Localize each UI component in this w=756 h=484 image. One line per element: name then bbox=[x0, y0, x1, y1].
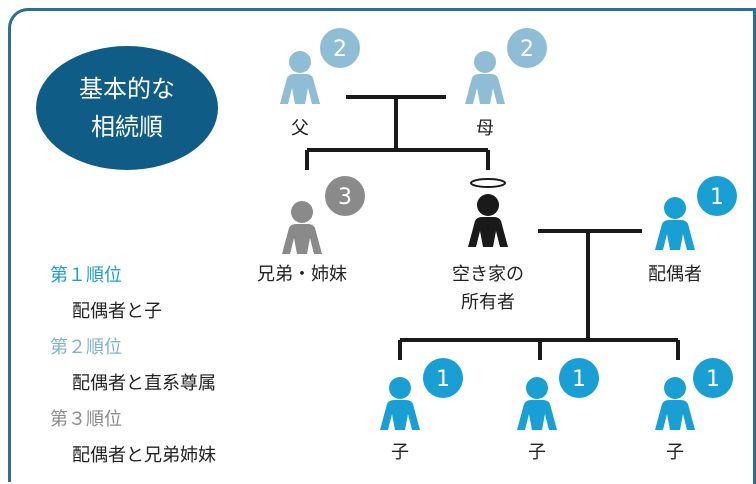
siblings-rank: 3 bbox=[338, 185, 352, 210]
owner-label-line2: 所有者 bbox=[461, 292, 515, 313]
spouse-rank: 1 bbox=[710, 185, 724, 210]
child3-label: 子 bbox=[666, 442, 684, 463]
legend-rank3: 第３順位 bbox=[50, 409, 122, 430]
child3-rank-badge: 1 bbox=[693, 358, 733, 398]
frame-right-edge bbox=[753, 8, 756, 484]
spouse-figure bbox=[655, 197, 695, 250]
mother-label: 母 bbox=[476, 118, 494, 139]
legend-rank1-desc: 配偶者と子 bbox=[72, 301, 162, 322]
child1-label: 子 bbox=[391, 442, 409, 463]
child2-figure bbox=[517, 377, 557, 430]
child1-figure bbox=[380, 377, 420, 430]
spouse-label: 配偶者 bbox=[648, 264, 702, 285]
father-label: 父 bbox=[291, 118, 309, 139]
child3-rank: 1 bbox=[706, 367, 720, 392]
owner-label-line1: 空き家の bbox=[452, 264, 524, 285]
child2-rank: 1 bbox=[572, 367, 586, 392]
child2-label: 子 bbox=[528, 442, 546, 463]
father-rank-badge: 2 bbox=[320, 28, 360, 68]
mother-figure bbox=[465, 51, 505, 104]
spouse-rank-badge: 1 bbox=[697, 176, 737, 216]
connector-lines bbox=[305, 95, 680, 360]
father-figure bbox=[280, 51, 320, 104]
children-connector bbox=[398, 338, 680, 360]
siblings-figure bbox=[282, 201, 322, 254]
diagram-frame bbox=[8, 8, 754, 482]
owner-figure bbox=[468, 194, 508, 247]
child2-rank-badge: 1 bbox=[559, 358, 599, 398]
child1-rank: 1 bbox=[436, 367, 450, 392]
mother-rank: 2 bbox=[520, 37, 534, 62]
child1-rank-badge: 1 bbox=[423, 358, 463, 398]
legend-rank2: 第２順位 bbox=[50, 337, 122, 358]
title-badge: 基本的な 相続順 bbox=[36, 46, 218, 170]
siblings-rank-badge: 3 bbox=[325, 176, 365, 216]
title-line1: 基本的な bbox=[79, 75, 175, 103]
legend-rank2-desc: 配偶者と直系尊属 bbox=[72, 373, 216, 394]
siblings-label: 兄弟・姉妹 bbox=[257, 264, 347, 285]
mother-rank-badge: 2 bbox=[507, 28, 547, 68]
spouse-connector bbox=[538, 229, 642, 340]
father-rank: 2 bbox=[333, 37, 347, 62]
legend-rank1: 第１順位 bbox=[50, 265, 122, 286]
title-line2: 相続順 bbox=[91, 113, 163, 141]
legend-rank3-desc: 配偶者と兄弟姉妹 bbox=[72, 445, 216, 466]
rank-legend: 第１順位 配偶者と子 第２順位 配偶者と直系尊属 第３順位 配偶者と兄弟姉妹 bbox=[50, 258, 216, 474]
parents-connector bbox=[305, 95, 490, 170]
child3-figure bbox=[655, 377, 695, 430]
halo bbox=[470, 178, 506, 188]
